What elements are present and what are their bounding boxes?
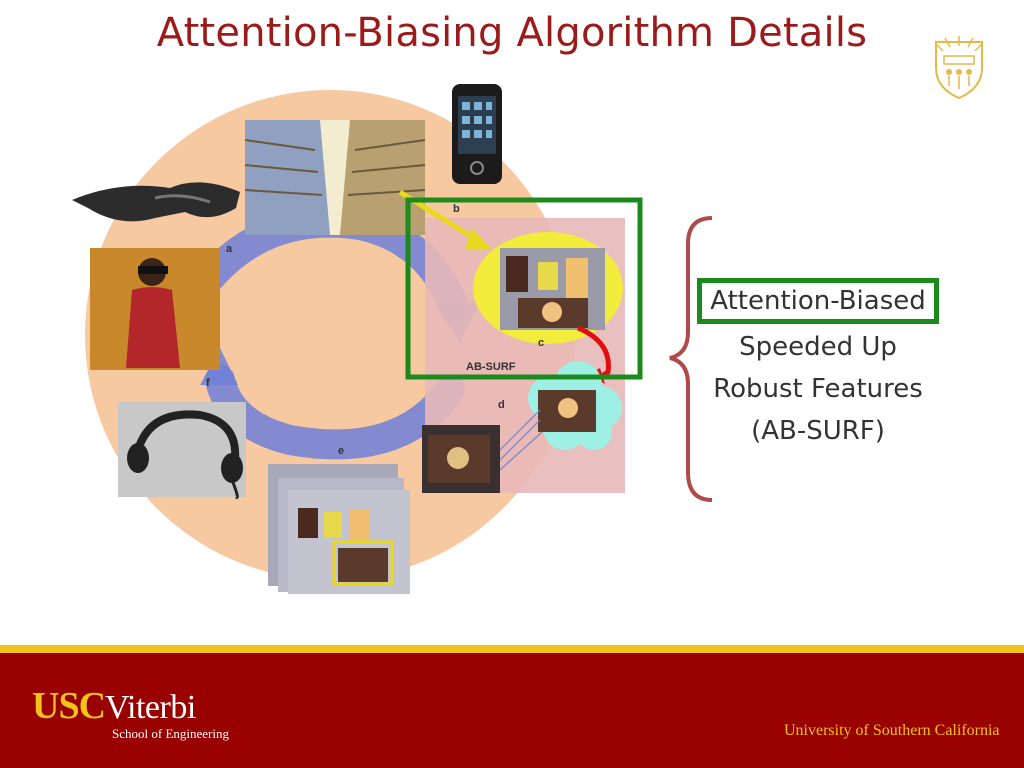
headset-image xyxy=(118,402,246,499)
step-label-b: b xyxy=(453,203,460,215)
usc-viterbi-logo: USCViterbi School of Engineering xyxy=(32,684,229,741)
footer-bar xyxy=(0,653,1024,768)
smartphone-image xyxy=(452,84,502,184)
step-label-d: d xyxy=(498,399,505,411)
footer-gold-stripe xyxy=(0,645,1024,653)
ab-surf-line-2: Speeded Up xyxy=(739,332,897,362)
ab-surf-inline-label: AB-SURF xyxy=(466,361,516,373)
box-closeup-image xyxy=(422,425,500,493)
person-image xyxy=(90,248,220,370)
yellow-detection-image xyxy=(500,248,605,330)
curly-brace xyxy=(669,216,713,502)
grocery-aisle-image xyxy=(244,120,426,235)
glasses-image xyxy=(72,182,240,222)
logo-viterbi-text: Viterbi xyxy=(105,689,196,726)
ab-surf-description: Attention-Biased Speeded Up Robust Featu… xyxy=(690,278,946,452)
pink-processing-panel xyxy=(422,218,625,493)
attention-biasing-diagram: a b c d e f AB-SURF xyxy=(72,84,643,594)
ab-surf-title-highlight: Attention-Biased xyxy=(697,278,939,324)
logo-usc-text: USC xyxy=(32,685,106,727)
logo-subtitle: School of Engineering xyxy=(112,726,229,741)
ab-surf-line-3: Robust Features xyxy=(713,374,923,404)
usc-seal-icon xyxy=(935,36,983,100)
highlight-box-green xyxy=(405,197,643,380)
step-label-f: f xyxy=(206,377,210,389)
step-label-c: c xyxy=(538,337,544,349)
step-label-e: e xyxy=(338,445,344,457)
ab-surf-line-4: (AB-SURF) xyxy=(751,416,885,446)
slide-title: Attention-Biasing Algorithm Details xyxy=(156,10,868,56)
step-label-a: a xyxy=(226,243,233,255)
university-name: University of Southern California xyxy=(784,722,1000,739)
stacked-frames-image xyxy=(268,464,410,594)
